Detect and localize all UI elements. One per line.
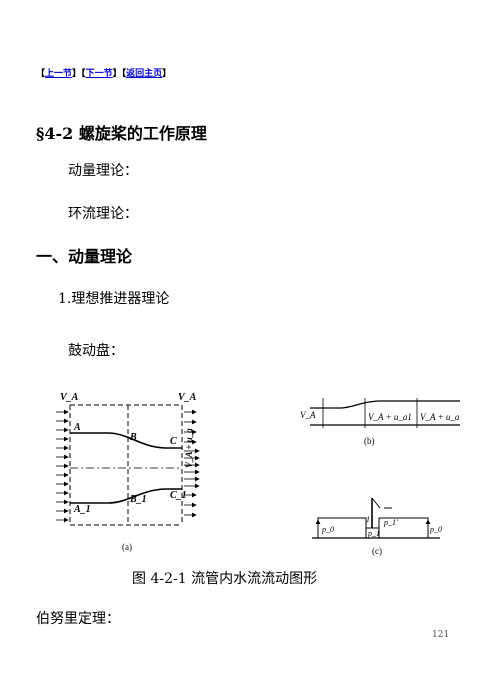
toc-item-circulation: 环流理论： — [68, 206, 138, 222]
bernoulli-label: 伯努里定理： — [36, 611, 120, 627]
point-a1-label: A_1 — [73, 504, 91, 515]
home-link[interactable]: 返回主页 — [126, 69, 163, 79]
bracket-open: 【 — [36, 69, 46, 79]
prev-section-link[interactable]: 上一节 — [45, 69, 73, 79]
b-va-ua-label: V_A + u_a — [420, 412, 460, 422]
drum-label: 鼓动盘： — [68, 343, 124, 359]
bracket-close: 】 — [162, 69, 172, 79]
panel-b-label: (b) — [364, 436, 375, 446]
bracket-open: 【 — [81, 69, 86, 79]
panel-c-label: (c) — [372, 546, 382, 556]
bracket-close: 】 — [72, 69, 82, 79]
va-left-label: V_A — [60, 392, 79, 403]
panel-b — [310, 398, 460, 428]
b-va-label: V_A — [300, 410, 316, 420]
panel-c — [312, 497, 440, 539]
page-number: 121 — [432, 630, 450, 640]
panel-a-label: (a) — [122, 542, 132, 552]
b-va-ua1-label: V_A + u_a1 — [368, 412, 412, 422]
point-c-label: C — [170, 436, 177, 447]
c-p1prime-label: p_1′ — [383, 518, 398, 527]
c-p0-left-label: p_0 — [321, 525, 334, 534]
point-b-label: B — [129, 432, 137, 443]
exit-velocity-label: V_A + u_a — [184, 428, 194, 468]
subheading-ideal-propeller: 1.理想推进器理论 — [58, 291, 170, 307]
point-b1-label: B_1 — [129, 494, 147, 505]
heading-momentum-theory: 一、动量理论 — [36, 247, 133, 266]
point-c1-label: C_1 — [170, 490, 187, 501]
bracket-close: 】 — [112, 69, 122, 79]
c-one-label: 1 — [366, 515, 370, 524]
va-right-label: V_A — [178, 392, 197, 403]
bracket-open: 【 — [121, 69, 127, 79]
figure-caption: 图 4-2-1 流管内水流流动图形 — [132, 571, 318, 587]
section-title: §4-2 螺旋桨的工作原理 — [36, 124, 207, 143]
toc-item-momentum: 动量理论： — [68, 163, 138, 179]
next-section-link[interactable]: 下一节 — [85, 69, 113, 79]
c-p1-label: p_1 — [367, 529, 380, 538]
c-p0-right-label: p_0 — [429, 525, 442, 534]
panel-a — [56, 404, 200, 526]
point-a-label: A — [73, 422, 81, 433]
nav-links: 【上一节】【下一节】【返回主页】 — [36, 66, 171, 79]
